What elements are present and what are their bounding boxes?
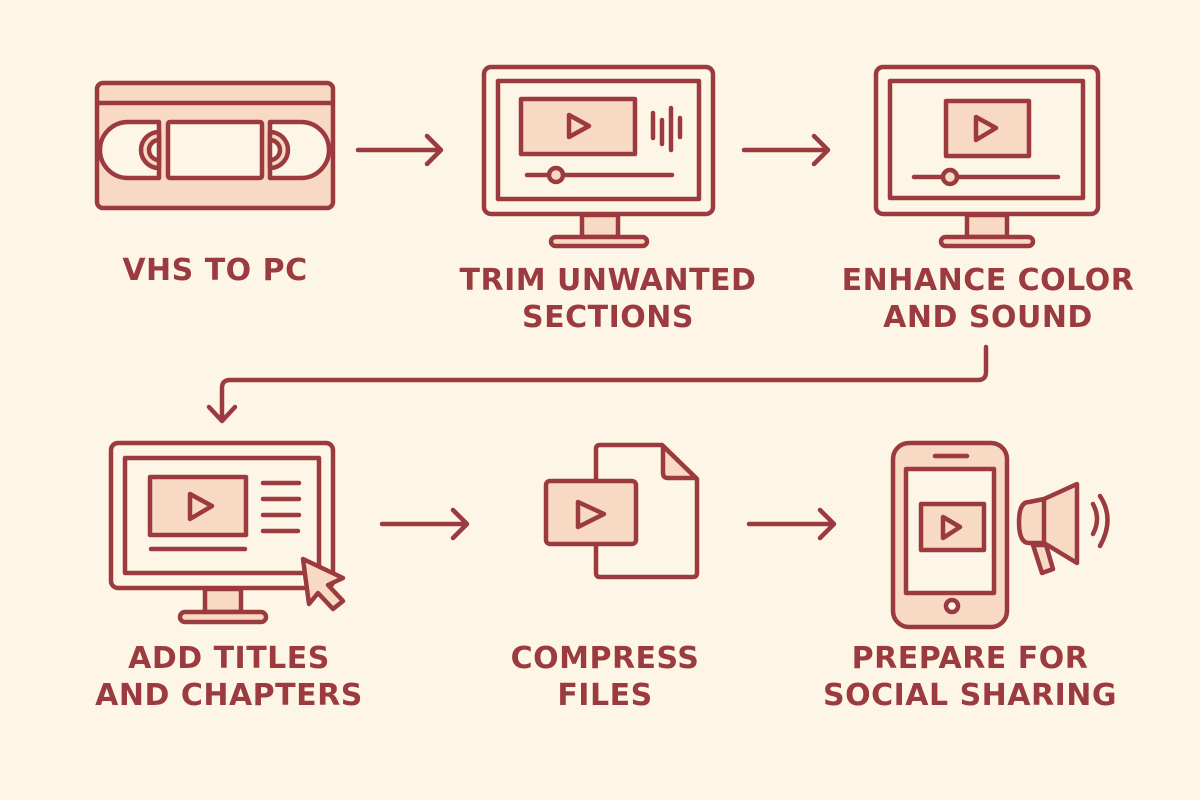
arrow-right-icon: [741, 133, 831, 167]
label-line: AND CHAPTERS: [95, 678, 363, 713]
label-line: SECTIONS: [522, 300, 694, 335]
label-line: ENHANCE COLOR: [841, 263, 1135, 298]
elbow-arrow-icon: [206, 344, 989, 424]
step-label-enhance: ENHANCE COLOR AND SOUND: [840, 262, 1136, 336]
step-label-vhs-to-pc: VHS TO PC: [110, 252, 320, 289]
label-line: PREPARE FOR: [851, 641, 1089, 676]
label-line: VHS TO PC: [122, 253, 308, 288]
label-line: TRIM UNWANTED: [459, 263, 757, 298]
step-label-compress: COMPRESS FILES: [500, 640, 710, 714]
monitor-titles-cursor-icon: [108, 440, 346, 625]
arrow-right-icon: [746, 507, 837, 541]
vhs-cassette-icon: [94, 80, 336, 211]
arrow-right-icon: [379, 507, 470, 541]
label-line: FILES: [557, 678, 653, 713]
step-label-titles: ADD TITLES AND CHAPTERS: [88, 640, 370, 714]
step-label-trim: TRIM UNWANTED SECTIONS: [455, 262, 761, 336]
arrow-right-icon: [355, 133, 444, 167]
label-line: SOCIAL SHARING: [823, 678, 1117, 713]
label-line: AND SOUND: [883, 300, 1093, 335]
phone-megaphone-icon: [890, 440, 1110, 630]
label-line: COMPRESS: [510, 641, 700, 676]
label-line: ADD TITLES: [128, 641, 330, 676]
monitor-video-player-icon: [873, 64, 1101, 249]
monitor-video-audio-icon: [481, 64, 716, 249]
step-label-social: PREPARE FOR SOCIAL SHARING: [822, 640, 1118, 714]
video-file-icon: [543, 442, 700, 580]
